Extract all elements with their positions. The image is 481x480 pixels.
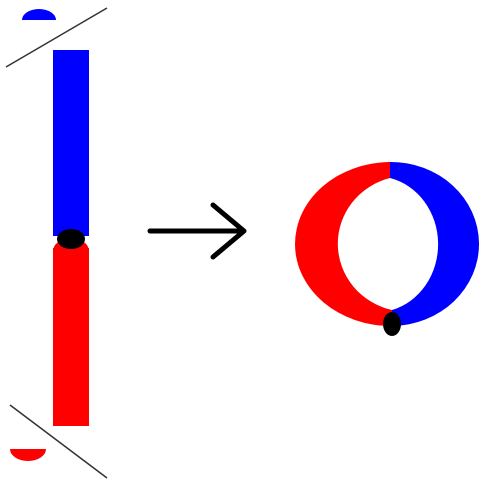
upper-arm (53, 50, 89, 236)
ring-blue-segment (390, 162, 479, 326)
detached-top-fragment (22, 9, 56, 20)
ring-red-segment (295, 162, 392, 326)
ring-chromosome (295, 162, 479, 336)
centromere (57, 229, 85, 249)
detached-bottom-fragment (10, 449, 46, 461)
ring-centromere (383, 312, 401, 336)
linear-chromosome (6, 8, 107, 478)
lower-arm (53, 248, 89, 426)
right-arrow-icon (150, 205, 244, 257)
